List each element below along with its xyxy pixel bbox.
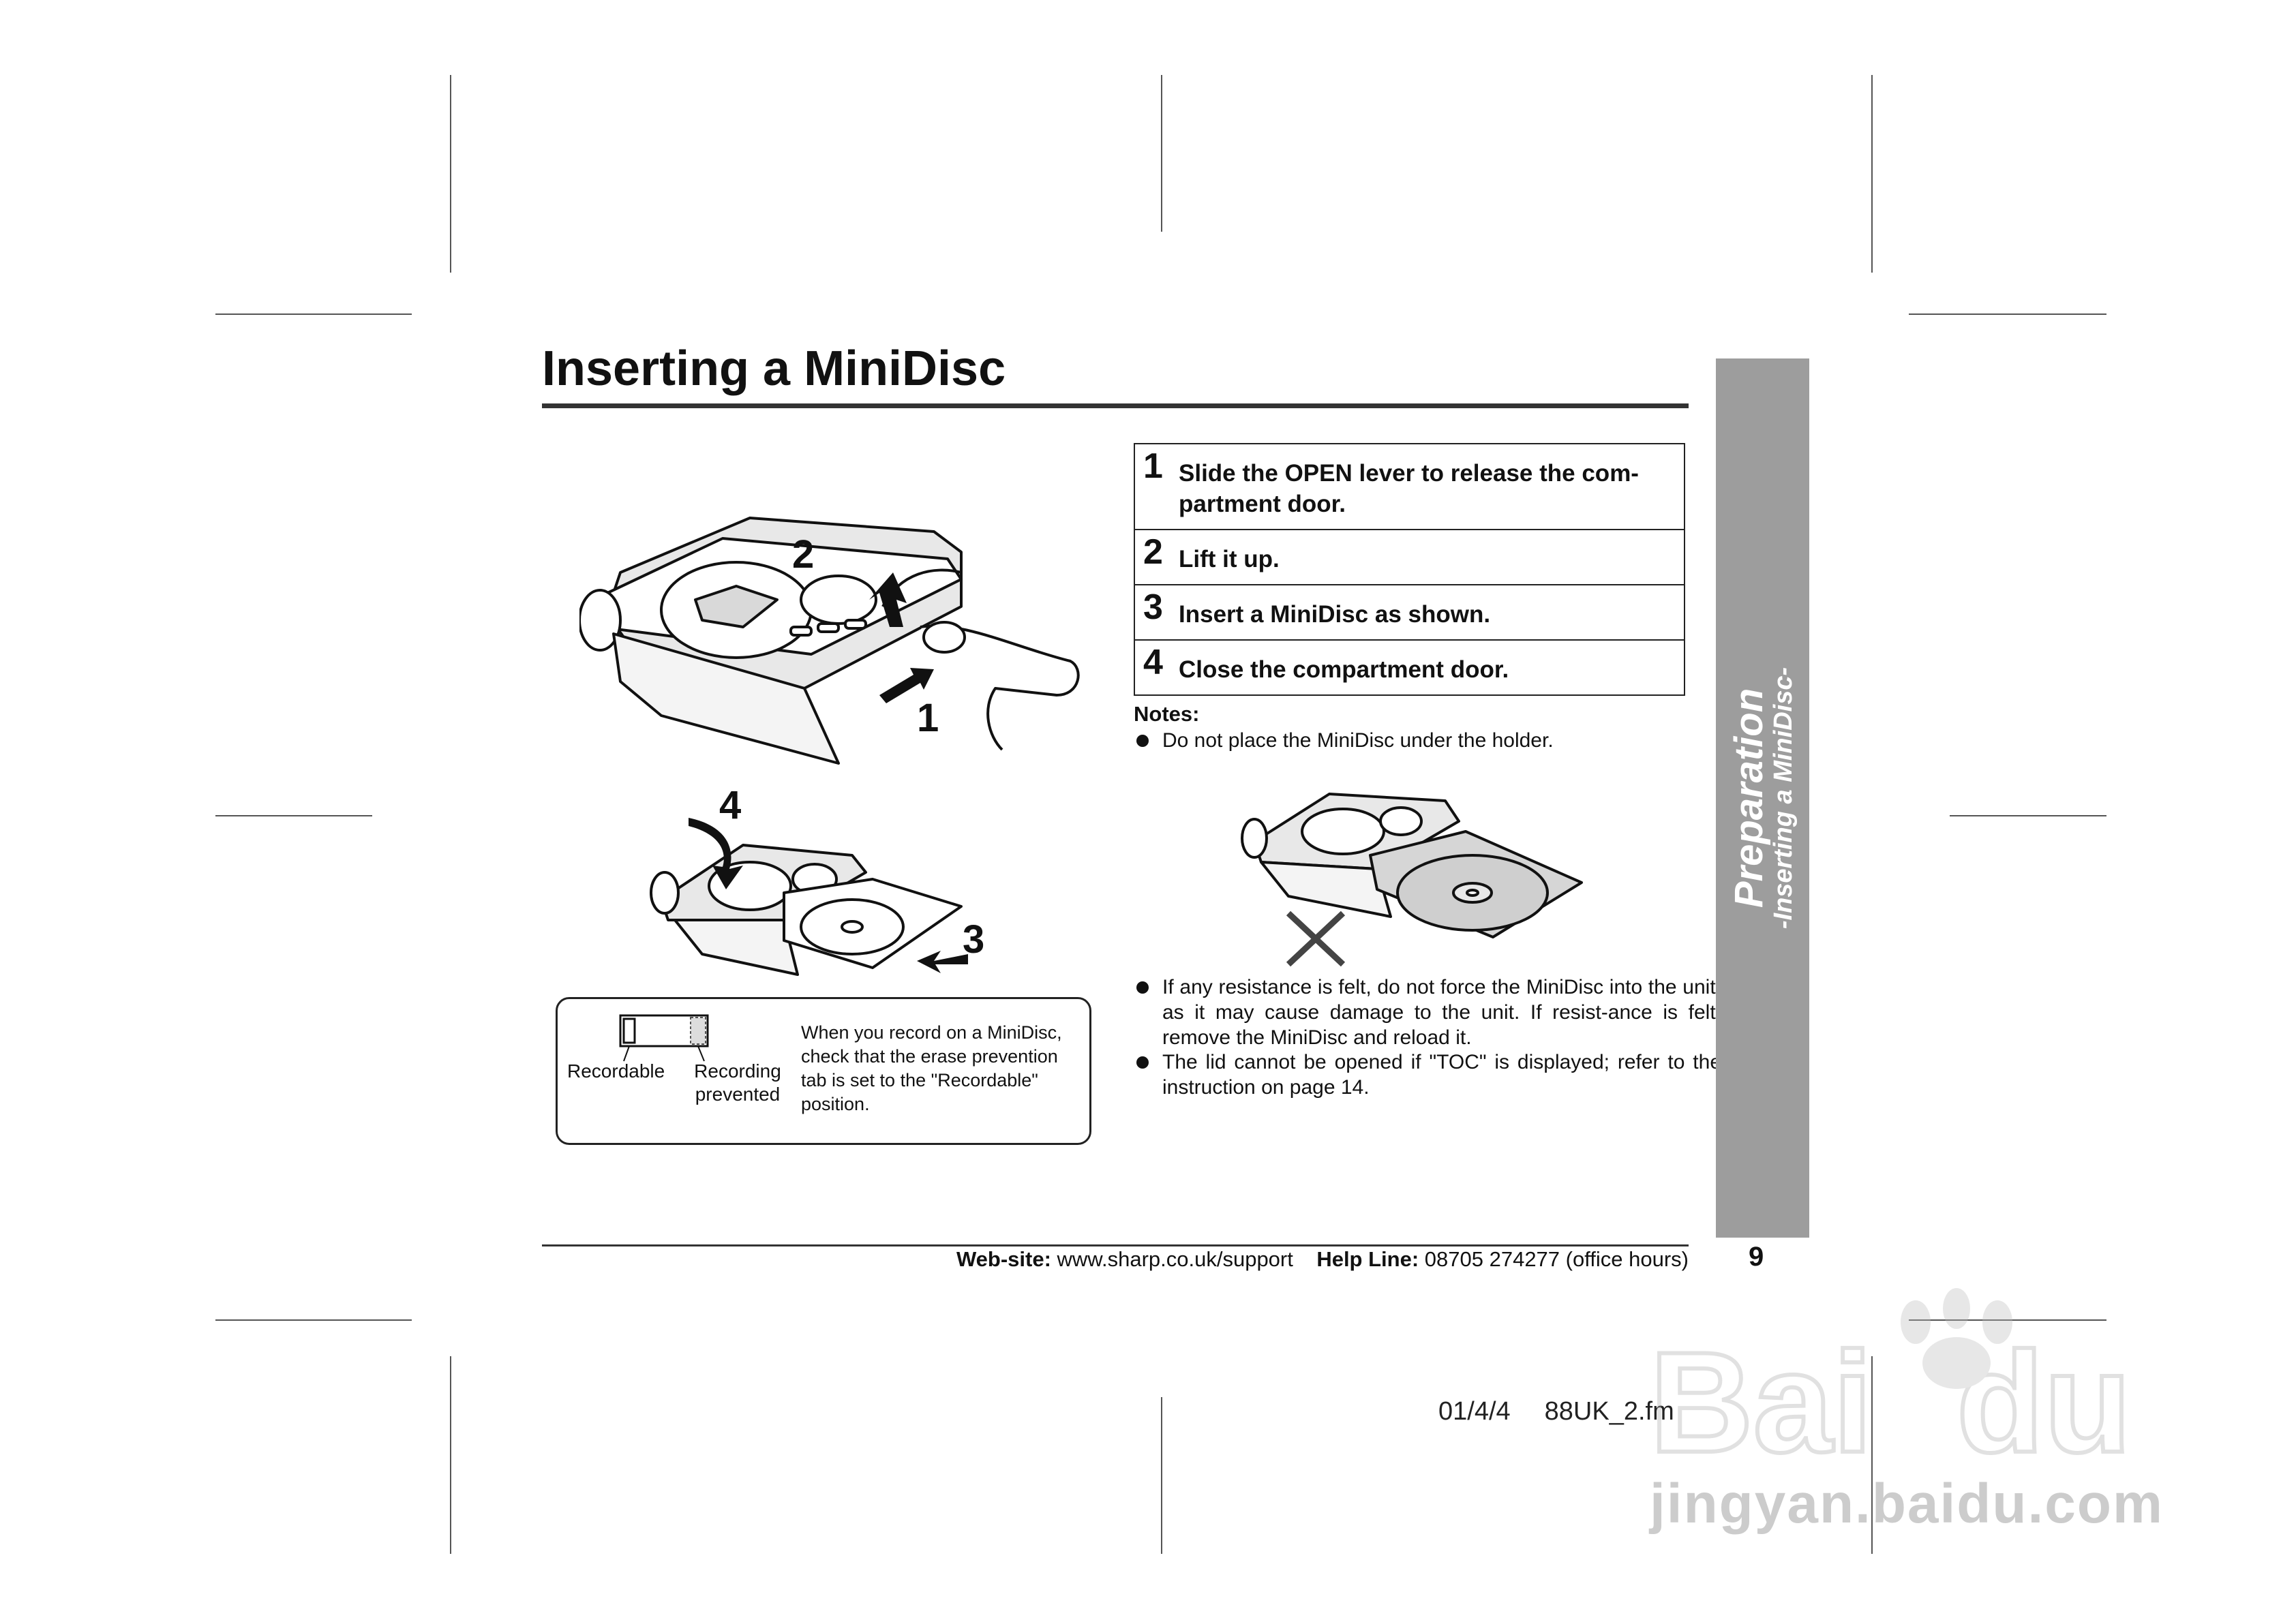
notes-label: Notes: (1134, 702, 1200, 726)
crop-mark (450, 75, 451, 273)
note-text: If any resistance is felt, do not force … (1162, 976, 1721, 1049)
slide-arrow (879, 668, 934, 703)
file-name: 88UK_2.fm (1544, 1397, 1674, 1426)
helpline-label: Help Line: (1316, 1247, 1419, 1271)
callout-3: 3 (963, 917, 985, 962)
erase-tab-note: When you record on a MiniDisc, check tha… (801, 1022, 1062, 1114)
file-info: 01/4/4 88UK_2.fm (1438, 1397, 1674, 1426)
footer: Web-site: www.sharp.co.uk/support Help L… (542, 1247, 1689, 1272)
section-side-label: Preparation -Inserting a MiniDisc- (1716, 358, 1809, 1238)
close-arrow (689, 818, 743, 889)
device-insert-illustration (650, 818, 968, 976)
note-item: The lid cannot be opened if "TOC" is dis… (1134, 1050, 1721, 1100)
step-text: Insert a MiniDisc as shown. (1179, 601, 1491, 628)
bullet-icon (1136, 981, 1149, 994)
crop-mark (1871, 1356, 1873, 1554)
crop-mark (215, 815, 372, 816)
section-title: Preparation (1726, 688, 1771, 908)
file-date: 01/4/4 (1438, 1397, 1511, 1426)
title-rule (542, 403, 1689, 408)
footer-rule (542, 1244, 1689, 1246)
page-title: Inserting a MiniDisc (542, 341, 1006, 396)
bullet-icon (1136, 1056, 1149, 1069)
lift-arrow (869, 572, 907, 627)
note-text: The lid cannot be opened if "TOC" is dis… (1162, 1051, 1721, 1099)
note-text: Do not place the MiniDisc under the hold… (1162, 729, 1554, 752)
step-3: 3 Insert a MiniDisc as shown. (1135, 585, 1684, 641)
crop-mark (1871, 75, 1873, 273)
step-text: Close the compartment door. (1179, 656, 1509, 683)
note-item: Do not place the MiniDisc under the hold… (1134, 728, 1721, 753)
step-1: 1 Slide the OPEN lever to release the co… (1135, 444, 1684, 530)
callout-1: 1 (917, 696, 939, 740)
crop-mark (450, 1356, 451, 1554)
steps-table: 1 Slide the OPEN lever to release the co… (1134, 443, 1685, 696)
watermark-text: jingyan.baidu.com (1650, 1473, 2164, 1535)
baidu-logo: Bai du (1648, 1288, 2134, 1484)
step-number: 4 (1143, 643, 1163, 682)
crop-mark (1909, 313, 2106, 315)
recordable-label: Recordable (567, 1060, 665, 1082)
website-link[interactable]: www.sharp.co.uk/support (1057, 1247, 1293, 1271)
crop-mark (1950, 815, 2106, 816)
step-4: 4 Close the compartment door. (1135, 641, 1684, 696)
svg-text:Bai: Bai (1650, 1322, 1873, 1482)
crop-mark (215, 313, 412, 315)
svg-text:du: du (1957, 1322, 2132, 1482)
callout-4: 4 (719, 783, 742, 827)
step-2: 2 Lift it up. (1135, 530, 1684, 585)
step-text: Lift it up. (1179, 546, 1280, 572)
page-number: 9 (1749, 1242, 1764, 1272)
step-number: 3 (1143, 587, 1163, 627)
device-open-illustration (579, 517, 1080, 765)
recording-prevented-label: Recording prevented (694, 1060, 781, 1105)
wrong-placement-illustration (1241, 793, 1583, 967)
step-number: 1 (1143, 446, 1163, 486)
section-side-tab (1716, 358, 1809, 1238)
step-number: 2 (1143, 532, 1163, 572)
crop-mark (1161, 1397, 1162, 1554)
step-text: Slide the OPEN lever to release the com-… (1179, 460, 1639, 517)
crop-mark (215, 1319, 412, 1321)
crop-mark (1161, 75, 1162, 232)
erase-tab-diagram (619, 1014, 709, 1062)
callout-2: 2 (792, 532, 815, 577)
erase-tab-info-box (556, 997, 1091, 1145)
crop-mark (1909, 1319, 2106, 1321)
helpline-number: 08705 274277 (office hours) (1424, 1247, 1689, 1271)
website-label: Web-site: (956, 1247, 1051, 1271)
section-subtitle: -Inserting a MiniDisc- (1768, 667, 1798, 930)
insert-arrow (917, 951, 968, 973)
bullet-icon (1136, 735, 1149, 747)
cross-mark-icon (1286, 911, 1346, 967)
note-item: If any resistance is felt, do not force … (1134, 975, 1721, 1050)
